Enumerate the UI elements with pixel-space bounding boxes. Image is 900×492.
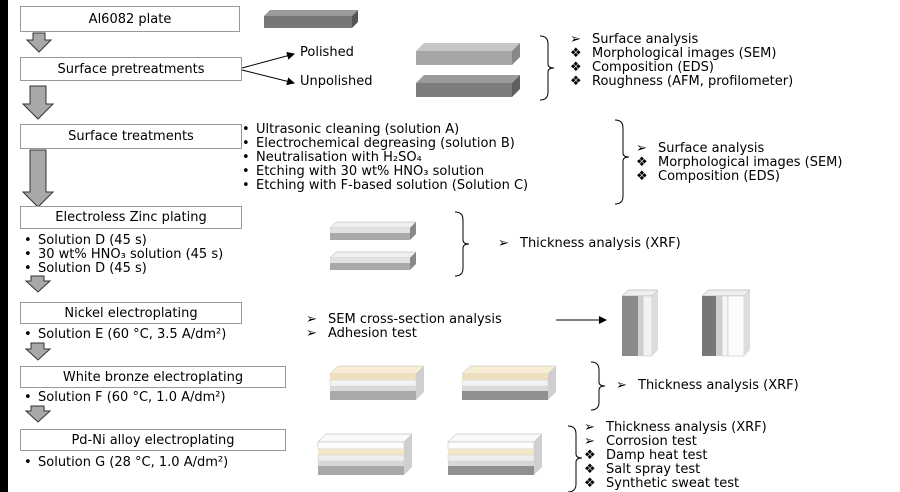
brace xyxy=(567,425,583,492)
nickel-step: •Solution E (60 °C, 3.5 A/dm²) xyxy=(24,327,227,342)
analysis2-item: ❖Morphological images (SEM) xyxy=(636,155,843,170)
zinc-step: •30 wt% HNO₃ solution (45 s) xyxy=(24,247,224,262)
down-arrow xyxy=(24,275,52,293)
down-arrow xyxy=(21,85,55,120)
pdni-sample-image xyxy=(447,433,543,475)
analysis2-item: ➢Surface analysis xyxy=(636,141,765,156)
nickel-analysis-item: ➢Adhesion test xyxy=(306,326,417,341)
step-nickel: Nickel electroplating xyxy=(20,302,242,324)
zinc-plated-sample-image xyxy=(329,251,417,270)
treatment-item: •Electrochemical degreasing (solution B) xyxy=(242,136,515,151)
treatment-item: •Ultrasonic cleaning (solution A) xyxy=(242,122,460,137)
diagram-graphics xyxy=(21,10,751,492)
bronze-step: •Solution F (60 °C, 1.0 A/dm²) xyxy=(24,390,226,405)
zinc-analysis: ➢Thickness analysis (XRF) xyxy=(498,236,681,251)
unpolished-plate-image xyxy=(416,75,520,97)
analysis1-item: ➢Surface analysis xyxy=(570,32,699,47)
cross-section-image xyxy=(701,289,751,357)
treatment-item: •Neutralisation with H₂SO₄ xyxy=(242,150,422,165)
flow-arrows xyxy=(21,32,55,423)
zinc-step: •Solution D (45 s) xyxy=(24,233,147,248)
zinc-step: •Solution D (45 s) xyxy=(24,261,147,276)
treatment-item: •Etching with 30 wt% HNO₃ solution xyxy=(242,164,485,179)
white-bronze-sample-image xyxy=(461,365,557,400)
step-surface-treatments: Surface treatments xyxy=(20,124,242,149)
pdni-analysis-item: ➢Thickness analysis (XRF) xyxy=(584,420,767,435)
step-pretreatments: Surface pretreatments xyxy=(20,57,242,81)
pdni-analysis-item: ➢Corrosion test xyxy=(584,434,697,449)
step-white-bronze: White bronze electroplating xyxy=(20,366,286,388)
down-arrow xyxy=(24,405,52,423)
pdni-analysis-item: ❖Synthetic sweat test xyxy=(584,476,740,491)
brace xyxy=(614,119,630,205)
option-polished: Polished xyxy=(300,45,354,60)
plate-image xyxy=(264,10,358,28)
zinc-plated-sample-image xyxy=(329,221,417,240)
analysis2-item: ❖Composition (EDS) xyxy=(636,169,780,184)
brace xyxy=(590,361,606,411)
nickel-analysis-item: ➢SEM cross-section analysis xyxy=(306,312,502,327)
step-plate: Al6082 plate xyxy=(20,6,240,32)
pdni-step: •Solution G (28 °C, 1.0 A/dm²) xyxy=(24,455,229,470)
analysis1-item: ❖Composition (EDS) xyxy=(570,60,714,75)
pdni-analysis-item: ❖Salt spray test xyxy=(584,462,701,477)
option-unpolished: Unpolished xyxy=(300,74,373,89)
pdni-sample-image xyxy=(317,433,413,475)
analysis1-item: ❖Roughness (AFM, profilometer) xyxy=(570,74,794,89)
step-pdni: Pd-Ni alloy electroplating xyxy=(20,429,286,451)
cross-section-image xyxy=(621,289,659,357)
polished-plate-image xyxy=(416,43,520,65)
white-bronze-sample-image xyxy=(329,365,425,400)
brace xyxy=(454,211,470,277)
down-arrow xyxy=(24,342,52,361)
diagram-canvas: Al6082 plate Surface pretreatments Surfa… xyxy=(8,0,900,492)
step-zinc: Electroless Zinc plating xyxy=(20,206,242,229)
brace xyxy=(539,35,555,101)
bronze-analysis: ➢Thickness analysis (XRF) xyxy=(616,378,799,393)
pdni-analysis-item: ❖Damp heat test xyxy=(584,448,708,463)
treatment-item: •Etching with F-based solution (Solution… xyxy=(242,178,529,193)
analysis1-item: ❖Morphological images (SEM) xyxy=(570,46,777,61)
down-arrow xyxy=(21,149,55,208)
down-arrow xyxy=(25,32,53,53)
